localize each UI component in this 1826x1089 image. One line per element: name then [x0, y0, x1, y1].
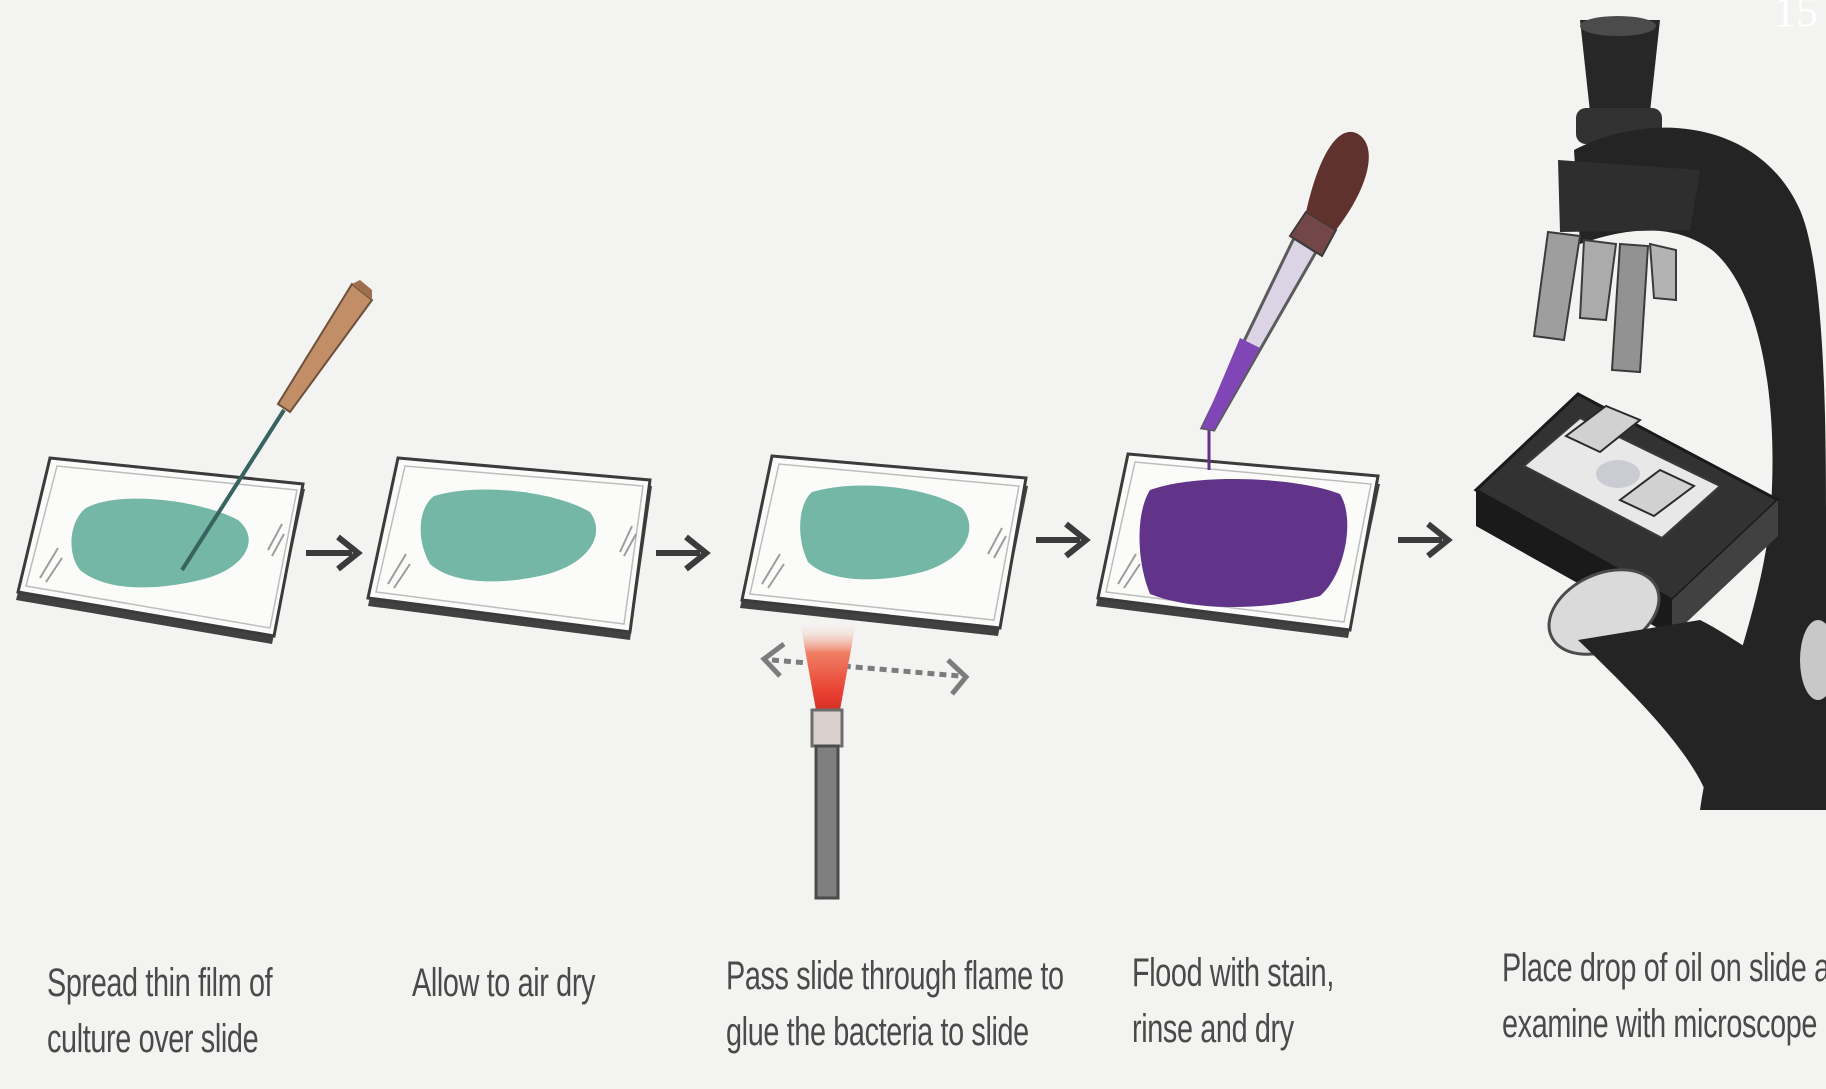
- caption-step-4: Flood with stain, rinse and dry: [1132, 945, 1420, 1057]
- caption-step-2: Allow to air dry: [412, 955, 700, 1011]
- caption-step-5: Place drop of oil on slide and examine w…: [1502, 940, 1826, 1052]
- page-number: 15: [1774, 0, 1818, 37]
- caption-step-3: Pass slide through flame to glue the bac…: [726, 948, 1086, 1060]
- caption-step-1: Spread thin film of culture over slide: [47, 955, 335, 1067]
